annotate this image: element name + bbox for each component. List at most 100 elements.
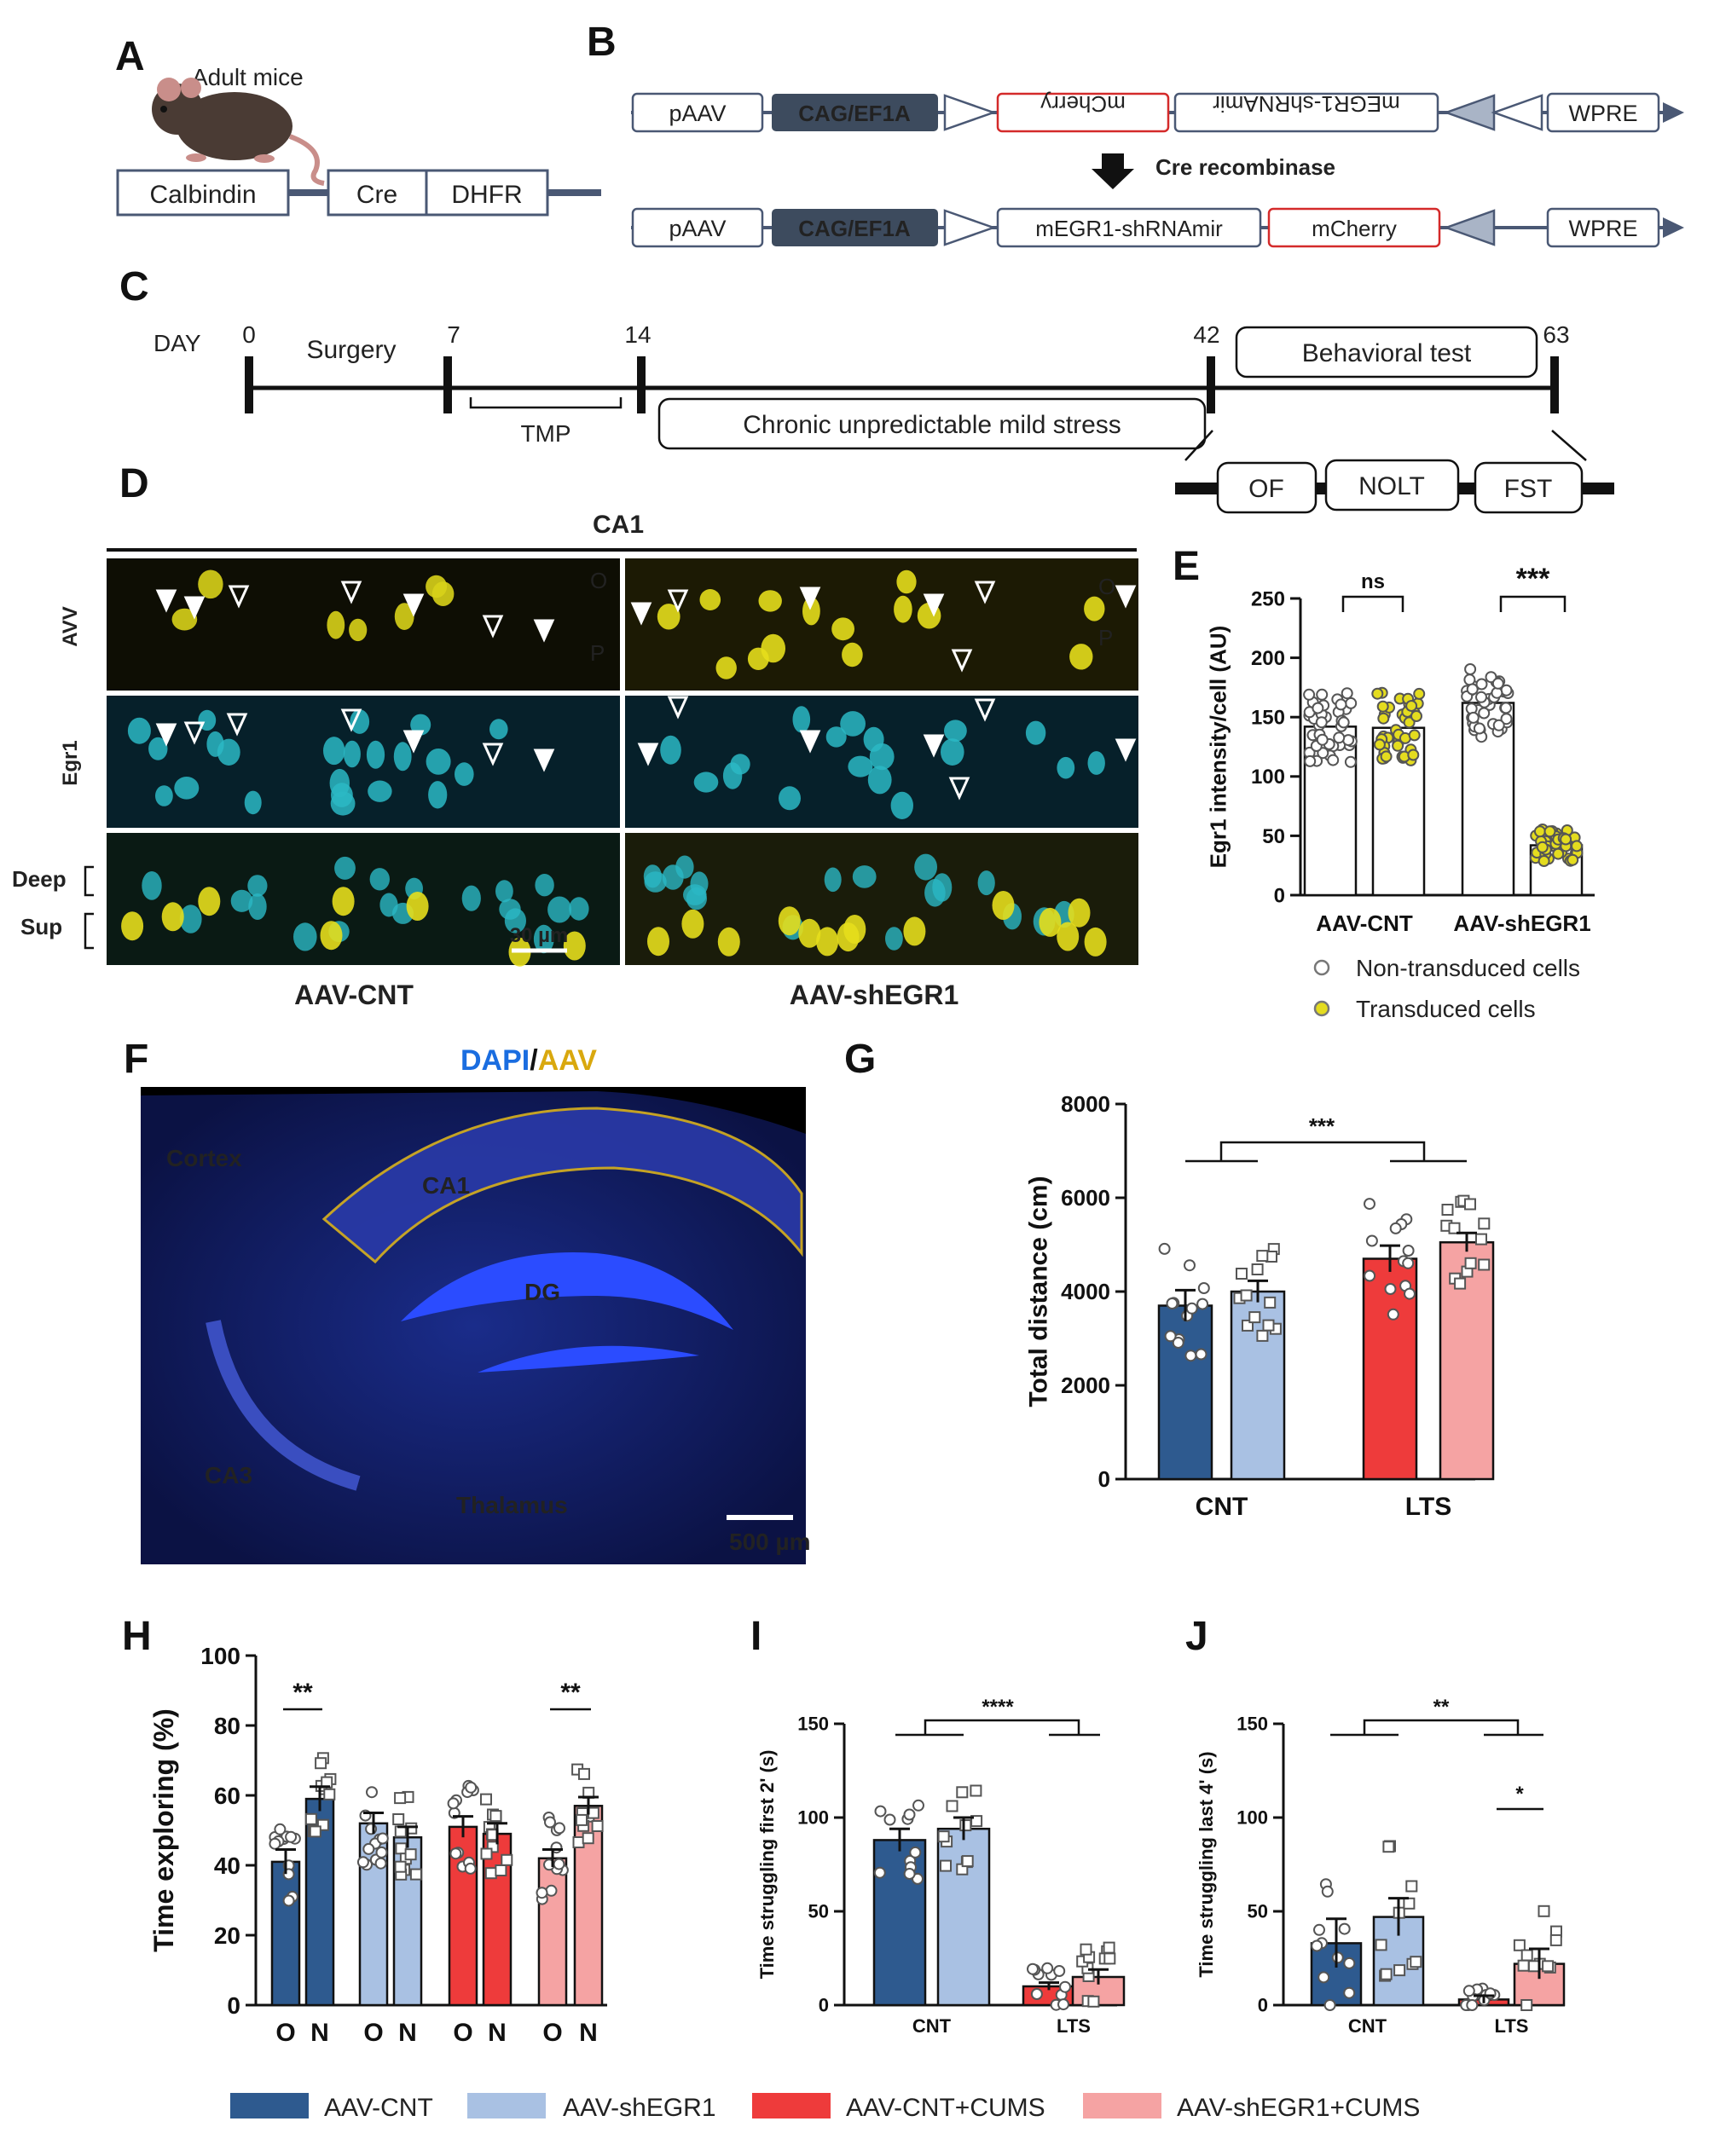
j-sig-label-2: * bbox=[1515, 1783, 1524, 1806]
d-cell-yellow bbox=[816, 927, 839, 957]
d-cell bbox=[343, 740, 361, 768]
d-cell-yellow bbox=[121, 911, 144, 941]
e-ytick-label: 50 bbox=[1262, 825, 1285, 848]
h-point bbox=[553, 1822, 565, 1835]
i-point bbox=[903, 1868, 916, 1880]
e-legend-marker-non bbox=[1313, 959, 1330, 976]
g-point bbox=[1448, 1222, 1461, 1234]
h-point bbox=[315, 1757, 327, 1770]
g-point bbox=[1387, 1308, 1399, 1321]
h-point bbox=[309, 1825, 321, 1838]
i-point bbox=[1053, 1965, 1066, 1977]
b2-mcherry: mCherry bbox=[1312, 216, 1397, 241]
g-point bbox=[1478, 1217, 1491, 1230]
e-point bbox=[1312, 702, 1324, 714]
f-thalamus: Thalamus bbox=[456, 1492, 568, 1518]
calbindin-label: Calbindin bbox=[149, 181, 256, 209]
d-cell bbox=[1025, 720, 1046, 745]
h-point bbox=[591, 1820, 604, 1832]
j-sig-bracket bbox=[1330, 1719, 1543, 1737]
h-ytick-label: 20 bbox=[214, 1922, 240, 1949]
cre-label: Cre bbox=[356, 181, 397, 209]
b1-shrna: mEGR1-shRNAmir bbox=[1213, 91, 1400, 117]
g-point bbox=[1364, 1198, 1375, 1211]
h-xtick-label: O bbox=[363, 2019, 383, 2047]
g-point bbox=[1389, 1222, 1402, 1234]
panel-d: D CA1 AVV Egr1 Deep Sup O P O P 30 µm AA… bbox=[12, 461, 1138, 1010]
h-ytick-label: 40 bbox=[214, 1853, 240, 1879]
d-cell bbox=[802, 597, 820, 626]
d-cell bbox=[1087, 751, 1105, 775]
d-deep: Deep bbox=[12, 866, 67, 892]
g-point bbox=[1236, 1268, 1248, 1280]
i-xtick-label: CNT bbox=[912, 2015, 952, 2037]
d-cell-yellow bbox=[647, 927, 669, 957]
d-cell bbox=[657, 604, 680, 630]
h-point bbox=[366, 1786, 378, 1799]
e-ytick-label: 0 bbox=[1274, 884, 1285, 907]
bottom-legend: AAV-CNT AAV-shEGR1 AAV-CNT+CUMS AAV-shEG… bbox=[230, 2093, 1420, 2122]
arrowhead-filled-icon bbox=[637, 743, 659, 766]
d-title: CA1 bbox=[593, 511, 644, 539]
h-point bbox=[362, 1842, 375, 1855]
h-point bbox=[465, 1781, 478, 1794]
g-point bbox=[1475, 1233, 1487, 1246]
e-point bbox=[1538, 855, 1550, 867]
j-point bbox=[1462, 1985, 1475, 1997]
i-point bbox=[970, 1784, 982, 1797]
d-cell-yellow bbox=[198, 887, 221, 916]
d-cell bbox=[941, 738, 964, 766]
d-cell bbox=[248, 893, 267, 920]
d-cell-yellow bbox=[992, 891, 1015, 920]
e-point bbox=[1344, 755, 1357, 768]
d-cell bbox=[329, 768, 350, 798]
e-sig-bracket bbox=[1499, 595, 1567, 612]
f-ca1: CA1 bbox=[422, 1172, 470, 1199]
j-ytick-label: 0 bbox=[1258, 1995, 1268, 2016]
h-point bbox=[582, 1832, 594, 1845]
j-point bbox=[1323, 1999, 1336, 2011]
h-point bbox=[576, 1813, 588, 1826]
g-point bbox=[1185, 1302, 1198, 1315]
d-cell bbox=[206, 731, 224, 757]
g-point bbox=[1478, 1258, 1491, 1271]
surgery-label: Surgery bbox=[306, 336, 396, 364]
i-point bbox=[1103, 1952, 1116, 1965]
d-cell bbox=[547, 896, 572, 923]
legend-aav-shegr1: AAV-shEGR1 bbox=[563, 2094, 716, 2122]
j-point bbox=[1405, 1880, 1418, 1893]
e-ytick-label: 250 bbox=[1251, 587, 1285, 610]
d-o-marker: O bbox=[590, 568, 607, 593]
d-cell-yellow bbox=[837, 922, 860, 952]
e-point bbox=[1552, 847, 1565, 860]
panel-letter-e: E bbox=[1173, 544, 1200, 589]
h-xtick-label: O bbox=[542, 2019, 562, 2047]
arrowhead-filled-icon bbox=[155, 723, 177, 747]
g-point bbox=[1195, 1348, 1207, 1361]
g-point bbox=[1158, 1242, 1171, 1255]
d-cell-yellow bbox=[1039, 907, 1062, 937]
j-xtick-label: LTS bbox=[1495, 2015, 1529, 2037]
d-cell bbox=[890, 791, 914, 820]
g-point bbox=[1251, 1263, 1264, 1275]
d-cell bbox=[675, 855, 694, 879]
d-cell-yellow bbox=[717, 927, 740, 957]
e-point bbox=[1341, 687, 1353, 700]
i-sig-label: **** bbox=[982, 1696, 1014, 1719]
d-cell bbox=[334, 856, 356, 880]
j-xtick-label: CNT bbox=[1348, 2015, 1387, 2037]
d-cell bbox=[495, 880, 513, 903]
h-point bbox=[489, 1810, 502, 1823]
b2-shrna: mEGR1-shRNAmir bbox=[1035, 216, 1223, 241]
arrowhead-filled-icon bbox=[1115, 585, 1137, 609]
panel-letter-j: J bbox=[1185, 1614, 1208, 1659]
h-point bbox=[495, 1864, 507, 1876]
panel-letter-f: F bbox=[124, 1037, 148, 1082]
panel-c: C DAY 0 7 14 42 63 Surgery TMP Chronic u… bbox=[119, 264, 1614, 514]
d-cell bbox=[699, 589, 721, 610]
d-cell bbox=[944, 720, 967, 742]
arrowhead-filled-icon bbox=[155, 589, 177, 613]
i-point bbox=[1103, 1941, 1115, 1954]
e-ytick-label: 150 bbox=[1251, 707, 1285, 730]
